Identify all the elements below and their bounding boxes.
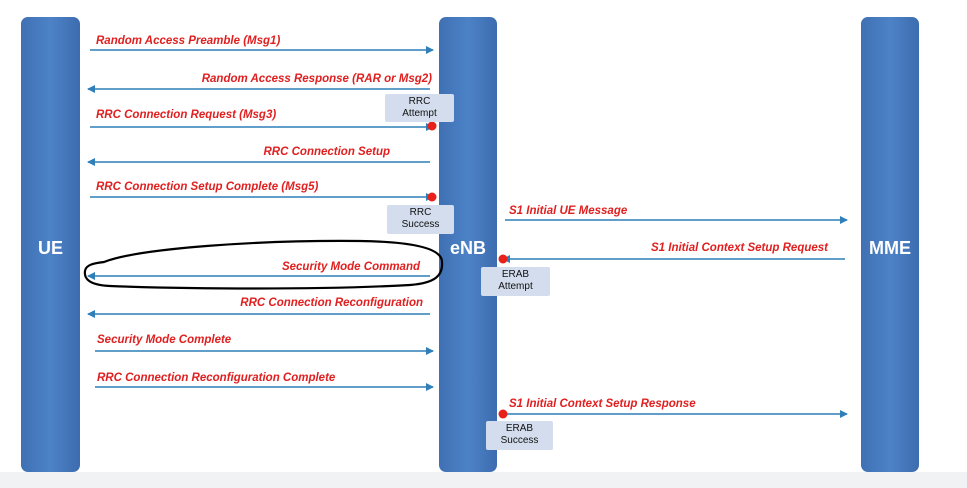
msg-m7: S1 Initial Context Setup Request	[651, 242, 828, 254]
note-erab-success-line1: ERAB	[505, 423, 534, 434]
msg-m4: RRC Connection Setup	[263, 146, 391, 158]
msg-m6: S1 Initial UE Message	[509, 205, 628, 217]
msg-m3: RRC Connection Request (Msg3)	[96, 109, 277, 121]
note-rrc-attempt-line1: RRC	[408, 96, 431, 107]
enb-lifeline: eNB	[439, 17, 497, 472]
msg-m12: S1 Initial Context Setup Response	[509, 398, 696, 410]
highlight-circle	[83, 239, 444, 290]
marker-erab-attempt	[498, 254, 508, 264]
msg-m5: RRC Connection Setup Complete (Msg5)	[96, 181, 319, 193]
note-erab-attempt-line2: Attempt	[498, 281, 533, 292]
note-rrc-attempt: RRC Attempt	[385, 94, 454, 122]
note-rrc-attempt-line2: Attempt	[402, 108, 437, 119]
enb-label: eNB	[449, 238, 486, 258]
msg-m1: Random Access Preamble (Msg1)	[96, 35, 281, 47]
mme-label: MME	[869, 238, 911, 258]
note-rrc-success-line1: RRC	[409, 207, 432, 218]
note-erab-attempt: ERAB Attempt	[481, 267, 550, 296]
mme-lifeline: MME	[861, 17, 919, 472]
bottom-band	[0, 472, 967, 488]
msg-m8: Security Mode Command	[281, 261, 420, 273]
ue-label: UE	[37, 238, 63, 258]
note-erab-success: ERAB Success	[486, 421, 553, 450]
note-rrc-success-line2: Success	[401, 219, 440, 230]
note-rrc-success: RRC Success	[387, 205, 454, 234]
marker-erab-success	[498, 409, 508, 419]
marker-rrc-attempt	[427, 121, 437, 131]
note-erab-attempt-line1: ERAB	[501, 269, 530, 280]
note-erab-success-line2: Success	[500, 435, 539, 446]
msg-m11: RRC Connection Reconfiguration Complete	[97, 372, 336, 384]
msg-m9: RRC Connection Reconfiguration	[240, 297, 423, 309]
ue-lifeline: UE	[21, 17, 80, 472]
msg-m2: Random Access Response (RAR or Msg2)	[201, 73, 432, 85]
marker-rrc-success	[427, 192, 437, 202]
msg-m10: Security Mode Complete	[97, 334, 232, 346]
